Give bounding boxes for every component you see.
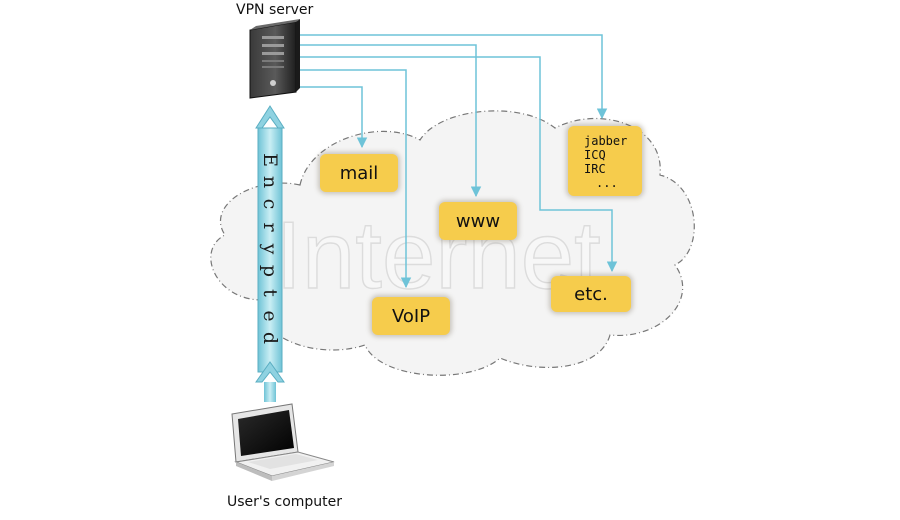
service-www: www [439,202,517,240]
messenger-jabber: jabber [584,134,628,148]
encrypted-letter: e [259,309,281,322]
line-to-etc [298,56,618,273]
service-mail: mail [320,154,398,192]
vpn-server-label: VPN server [236,2,314,18]
service-messengers: jabber ICQ IRC ... [568,126,642,196]
line-to-www [298,44,482,198]
line-to-messengers [298,34,608,120]
internet-watermark: Internet [275,202,601,309]
tunnel-top-arrow [255,105,285,129]
messenger-irc: IRC [584,162,606,176]
encrypted-letter: n [259,176,281,189]
encrypted-letter: E [259,153,281,167]
encrypted-letter: r [259,222,281,232]
encrypted-letter: t [259,289,281,298]
service-voip: VoIP [372,297,450,335]
service-etc: etc. [551,276,631,312]
messenger-more: ... [596,176,618,190]
user-computer-label: User's computer [227,494,343,510]
encrypted-letter: y [259,243,281,255]
line-to-voip [298,69,412,289]
encrypted-letter: c [259,199,281,210]
tunnel-bottom-arrow [255,361,285,383]
encrypted-letter: p [259,265,281,278]
messenger-icq: ICQ [584,148,606,162]
encrypted-letter: d [259,331,281,344]
line-to-mail [298,86,368,149]
laptop-icon [231,403,335,481]
server-icon [249,19,300,99]
connection-lines [298,34,618,289]
encrypted-tunnel [255,105,285,402]
